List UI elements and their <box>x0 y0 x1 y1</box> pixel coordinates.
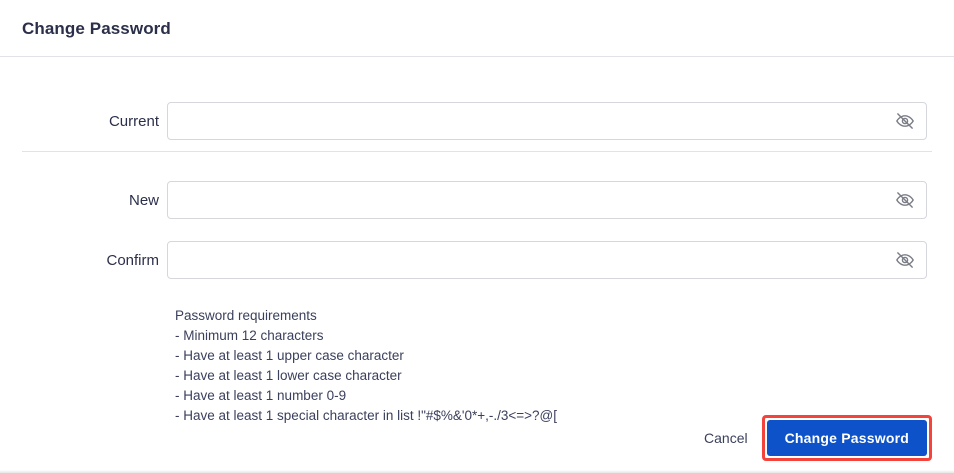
current-password-input[interactable] <box>167 102 927 140</box>
divider-after-current <box>22 151 932 152</box>
bottom-edge-shadow <box>0 470 954 473</box>
password-requirements: Password requirements - Minimum 12 chara… <box>0 306 954 426</box>
label-current: Current <box>108 112 159 130</box>
toggle-new-password-visibility-button[interactable] <box>890 185 920 215</box>
eye-off-icon <box>895 111 915 131</box>
requirement-item: - Minimum 12 characters <box>175 328 324 343</box>
requirements-heading: Password requirements <box>175 308 317 323</box>
card-header: Change Password <box>0 0 954 57</box>
page-title: Change Password <box>22 18 171 38</box>
change-password-form: Current New <box>0 57 954 473</box>
eye-off-icon <box>895 250 915 270</box>
label-new: New <box>128 191 159 209</box>
field-control-new <box>167 181 927 219</box>
eye-off-icon <box>895 190 915 210</box>
field-row-confirm: Confirm <box>0 230 954 290</box>
submit-highlight-box: Change Password <box>761 415 932 461</box>
requirement-item: - Have at least 1 lower case character <box>175 368 402 383</box>
field-control-confirm <box>167 241 927 279</box>
label-confirm: Confirm <box>106 251 159 269</box>
toggle-current-password-visibility-button[interactable] <box>890 106 920 136</box>
field-row-new: New <box>0 170 954 230</box>
field-row-current: Current <box>0 91 954 151</box>
requirement-item: - Have at least 1 number 0-9 <box>175 388 347 403</box>
requirement-item: - Have at least 1 special character in l… <box>175 408 558 423</box>
spacer <box>0 152 954 170</box>
new-password-input[interactable] <box>167 181 927 219</box>
toggle-confirm-password-visibility-button[interactable] <box>890 245 920 275</box>
form-actions: Cancel Change Password <box>690 415 932 461</box>
change-password-button[interactable]: Change Password <box>766 420 927 456</box>
confirm-password-input[interactable] <box>167 241 927 279</box>
requirement-item: - Have at least 1 upper case character <box>175 348 404 363</box>
cancel-button[interactable]: Cancel <box>690 423 762 453</box>
field-control-current <box>167 102 927 140</box>
